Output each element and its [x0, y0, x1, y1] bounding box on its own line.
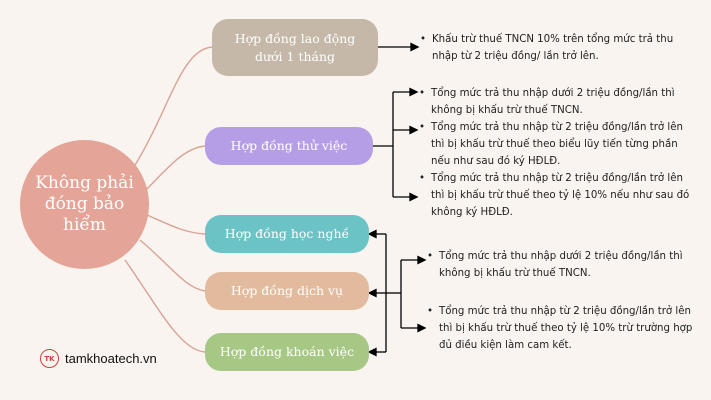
- link-to-probation-contract: [145, 145, 206, 191]
- note-item: Khấu trừ thuế TNCN 10% trên tổng mức trả…: [420, 31, 690, 65]
- link-to-piecework-contract: [124, 259, 206, 353]
- node-piecework-contract: Hợp đồng khoán việc: [205, 333, 369, 371]
- note-item: Tổng mức trả thu nhập từ 2 triệu đồng/lầ…: [427, 303, 702, 354]
- note-item: Tổng mức trả thu nhập từ 2 triệu đồng/lầ…: [419, 170, 694, 221]
- link-to-service-contract: [139, 239, 206, 292]
- brand: TK tamkhoatech.vn: [40, 349, 157, 368]
- node-probation-contract: Hợp đồng thử việc: [205, 127, 373, 165]
- note-item: Tổng mức trả thu nhập từ 2 triệu đồng/lầ…: [419, 119, 694, 170]
- node-apprentice-contract: Hợp đồng học nghề: [205, 215, 369, 253]
- brand-logo-icon: TK: [40, 349, 59, 368]
- center-node: Không phải đóng bảo hiểm: [20, 140, 149, 269]
- arrowhead-labor: [410, 42, 420, 52]
- other-contracts-notes: Tổng mức trả thu nhập dưới 2 triệu đồng/…: [427, 248, 702, 354]
- node-label: Hợp đồng thử việc: [230, 138, 348, 153]
- node-label: Hợp đồng học nghề: [224, 226, 350, 241]
- node-labor-contract: Hợp đồng lao động dưới 1 tháng: [212, 19, 378, 76]
- node-label: Hợp đồng dịch vụ: [230, 283, 344, 298]
- note-item: Tổng mức trả thu nhập dưới 2 triệu đồng/…: [419, 85, 694, 119]
- labor-contract-notes: Khấu trừ thuế TNCN 10% trên tổng mức trả…: [420, 31, 690, 65]
- probation-contract-notes: Tổng mức trả thu nhập dưới 2 triệu đồng/…: [419, 85, 694, 221]
- node-service-contract: Hợp đồng dịch vụ: [205, 272, 369, 310]
- node-label: Hợp đồng khoán việc: [219, 344, 355, 359]
- link-to-labor-contract: [131, 46, 213, 171]
- node-label: Hợp đồng lao động dưới 1 tháng: [234, 30, 356, 64]
- center-label: Không phải đóng bảo hiểm: [35, 173, 134, 235]
- link-to-apprentice-contract: [146, 214, 206, 235]
- note-item: Tổng mức trả thu nhập dưới 2 triệu đồng/…: [427, 248, 702, 282]
- brand-name: tamkhoatech.vn: [65, 351, 157, 366]
